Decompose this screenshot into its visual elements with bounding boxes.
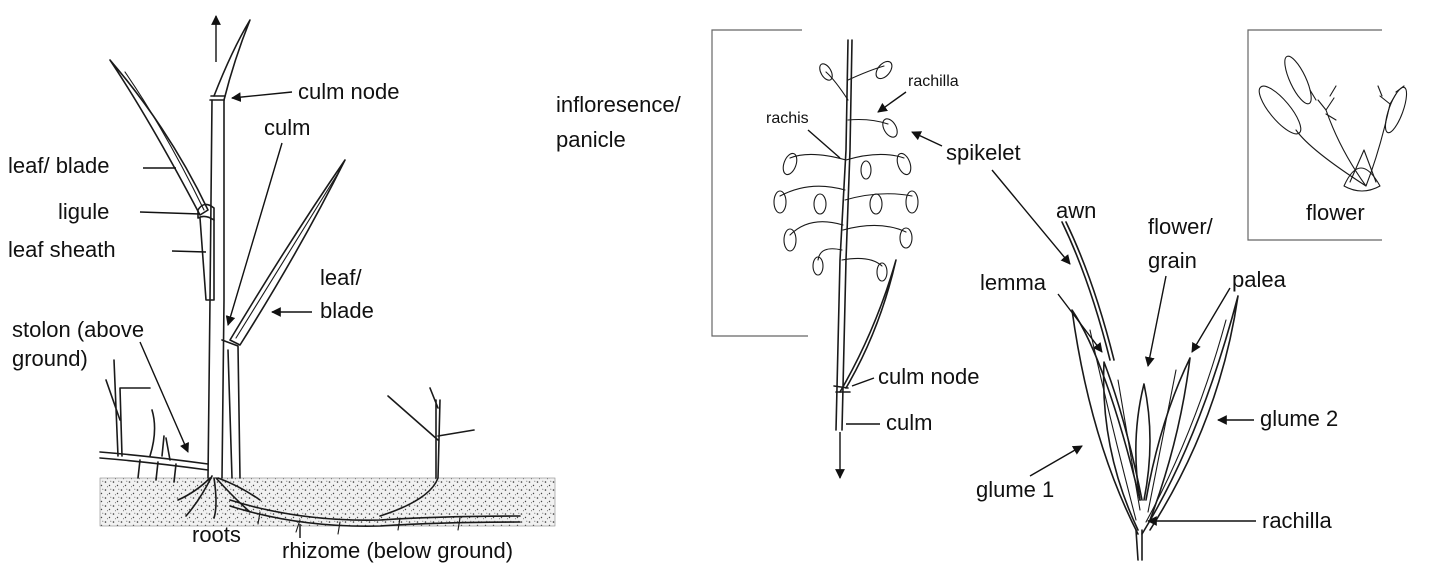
label-culm-node-left: culm node (298, 79, 400, 104)
label-rachis: rachis (766, 110, 809, 127)
label-glume-1: glume 1 (976, 477, 1054, 502)
label-culm-node-mid: culm node (878, 364, 980, 389)
label-leaf-blade-right-line1: leaf/ (320, 265, 362, 290)
label-glume-2: glume 2 (1260, 406, 1338, 431)
label-leaf-blade-right-line2: blade (320, 298, 374, 323)
flower-inset-illustration (1253, 53, 1411, 191)
label-spikelet: spikelet (946, 140, 1021, 165)
palea-shape (1146, 358, 1190, 520)
label-inflorescence-line2: panicle (556, 127, 626, 152)
grain-shape (1136, 384, 1150, 500)
label-flower-grain-line1: flower/ (1148, 214, 1214, 239)
label-rhizome: rhizome (below ground) (282, 538, 513, 563)
panicle-bracket (712, 30, 808, 336)
label-palea: palea (1232, 267, 1287, 292)
label-stolon-line1: stolon (above (12, 317, 144, 342)
main-culm (208, 100, 224, 478)
label-ligule: ligule (58, 199, 109, 224)
label-stolon-line2: ground) (12, 346, 88, 371)
label-lemma: lemma (980, 270, 1047, 295)
rachilla-stalk (1136, 530, 1142, 560)
label-roots: roots (192, 522, 241, 547)
label-leaf-blade-left: leaf/ blade (8, 153, 110, 178)
leaf-sheath-shape (200, 218, 214, 300)
label-rachilla-top: rachilla (908, 73, 959, 90)
top-leaf (214, 20, 250, 100)
label-rachilla-bottom: rachilla (1262, 508, 1332, 533)
label-inflorescence-line1: infloresence/ (556, 92, 682, 117)
label-culm-mid: culm (886, 410, 932, 435)
label-awn: awn (1056, 198, 1096, 223)
panicle-branches (780, 66, 912, 266)
left-leaf-blade (110, 60, 208, 215)
flower-inset: flower (1248, 30, 1411, 240)
label-leaf-sheath: leaf sheath (8, 237, 116, 262)
label-flower-inset: flower (1306, 200, 1365, 225)
mid-culm (836, 40, 852, 430)
glume-2-shape (1142, 296, 1238, 534)
spikelet-labels: awn flower/ grain lemma palea glume 2 gl… (976, 198, 1338, 533)
stolon (100, 452, 208, 470)
label-flower-grain-line2: grain (1148, 248, 1197, 273)
inflorescence-labels: infloresence/ panicle rachis rachilla sp… (556, 73, 1070, 435)
label-culm-left: culm (264, 115, 310, 140)
